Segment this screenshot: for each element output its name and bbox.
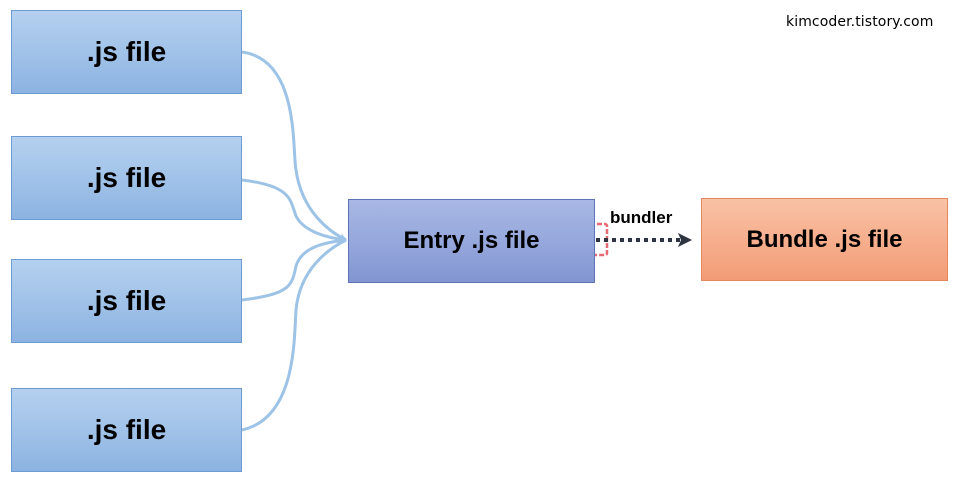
source-file-box-1: .js file (11, 10, 242, 94)
source-file-box-4: .js file (11, 388, 242, 472)
bundle-file-box: Bundle .js file (701, 198, 948, 281)
source-file-label: .js file (86, 162, 167, 193)
source-file-label: .js file (86, 285, 167, 316)
bundle-file-label: Bundle .js file (746, 225, 903, 253)
source-file-label: .js file (86, 36, 167, 67)
connector-file-4 (241, 238, 347, 432)
connector-file-2 (241, 178, 347, 242)
source-file-box-2: .js file (11, 136, 242, 220)
source-file-label: .js file (86, 414, 167, 445)
connector-file-3 (241, 238, 347, 302)
entry-file-box: Entry .js file (348, 199, 595, 283)
entry-file-label: Entry .js file (403, 227, 540, 254)
connector-file-1 (241, 50, 347, 242)
watermark-text: kimcoder.tistory.com (786, 14, 934, 30)
source-file-box-3: .js file (11, 259, 242, 343)
bundler-label: bundler (610, 208, 673, 227)
